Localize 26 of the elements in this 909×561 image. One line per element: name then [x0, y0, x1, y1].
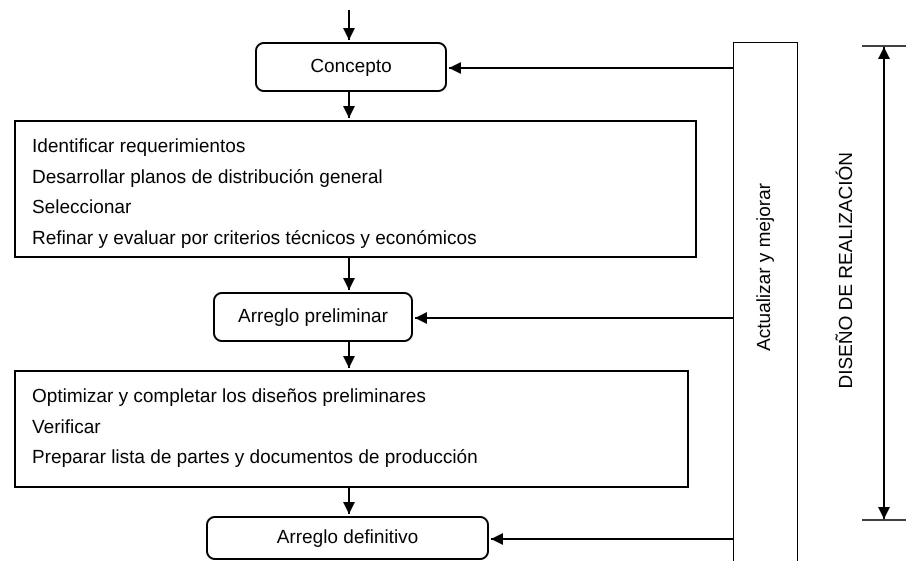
arrow — [343, 92, 355, 118]
arrow — [343, 10, 355, 40]
dimension-label: DISEÑO DE REALIZACIÓN — [836, 152, 858, 388]
task-text: Verificar — [32, 416, 102, 440]
task-text: Optimizar y completar los diseños preliminares — [32, 385, 427, 409]
box-label: Arreglo definitivo — [276, 527, 418, 549]
task-text: Identificar requerimientos — [32, 135, 246, 159]
activity-box — [14, 370, 689, 488]
arrow — [343, 258, 355, 290]
activity-box — [14, 120, 697, 258]
process-box — [206, 516, 489, 560]
arrow — [415, 312, 733, 324]
arrow — [343, 342, 355, 368]
band-label: Actualizar y mejorar — [754, 183, 776, 351]
arrow — [449, 62, 733, 74]
process-box — [255, 42, 447, 92]
task-text: Preparar lista de partes y documentos de producción — [32, 446, 479, 470]
task-text: Seleccionar — [32, 196, 132, 220]
box-label: Arreglo preliminar — [238, 306, 388, 328]
arrow — [343, 488, 355, 514]
feedback-band — [733, 42, 798, 561]
task-text: Refinar y evaluar por criterios técnicos y económicos — [32, 226, 478, 250]
box-label: Concepto — [310, 56, 392, 78]
task-text: Desarrollar planos de distribución general — [32, 166, 384, 190]
arrow — [491, 533, 733, 545]
process-box — [213, 292, 413, 342]
